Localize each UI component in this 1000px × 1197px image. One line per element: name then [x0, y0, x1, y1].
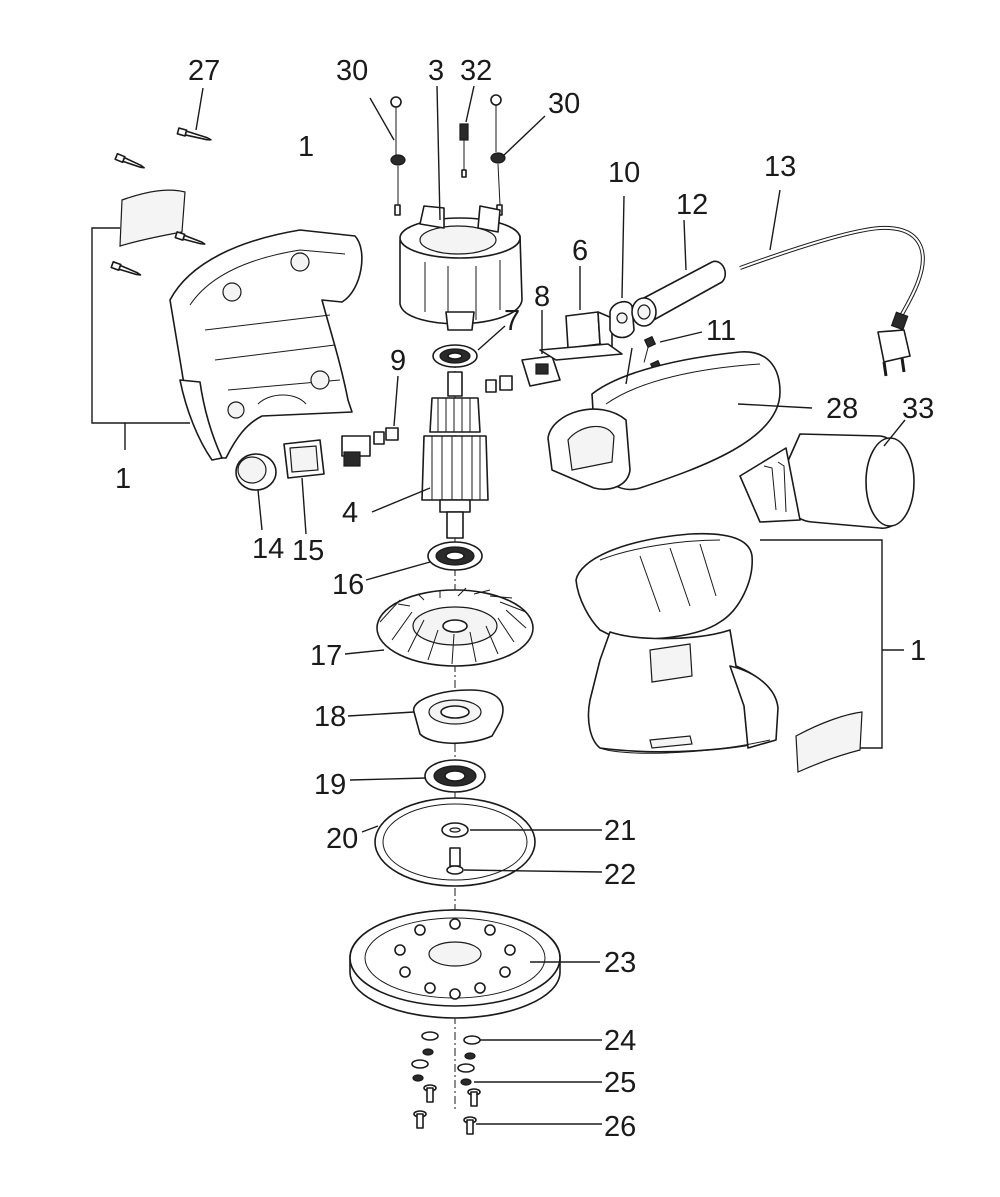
callout-6: 6: [572, 235, 588, 267]
screw-22: [446, 847, 464, 875]
callout-25: 25: [604, 1067, 636, 1099]
callout-11: 11: [706, 315, 736, 347]
callout-17: 17: [310, 640, 342, 672]
washers-24-25: [411, 1031, 481, 1086]
screws-26: [413, 1084, 481, 1135]
callout-28: 28: [826, 393, 858, 425]
callout-7: 7: [504, 305, 520, 337]
callout-24: 24: [604, 1025, 636, 1057]
callout-4: 4: [342, 497, 358, 529]
capacitor-6: [539, 311, 623, 361]
spring-32: [459, 123, 469, 178]
dust-canister-33: [739, 433, 915, 529]
power-cord-13: [739, 225, 925, 377]
switch-button-15: [283, 439, 325, 479]
callout-9: 9: [390, 345, 406, 377]
callout-labels: 27 30 3 32 30 1 10 13 12 6 8 7 11 9 28 3…: [115, 55, 934, 1143]
cap-14: [235, 453, 277, 491]
callout-26: 26: [604, 1111, 636, 1143]
callout-1-top: 1: [298, 131, 314, 163]
callout-23: 23: [604, 947, 636, 979]
callout-3: 3: [428, 55, 444, 87]
callout-1-right: 1: [910, 635, 926, 667]
housing-left-half: [169, 229, 363, 461]
callout-16: 16: [332, 569, 364, 601]
fan-17: [376, 587, 534, 667]
bracket-right-1: [760, 539, 883, 749]
callout-30-right: 30: [548, 88, 580, 120]
sanding-pad-23: [349, 909, 561, 1019]
bearing-16: [427, 541, 483, 571]
carbon-brush-9: [341, 427, 399, 467]
counterweight-18: [413, 689, 504, 745]
label-plate-left: [119, 189, 186, 247]
bearing-7: [432, 344, 478, 368]
cable-sleeve-12: [631, 260, 727, 327]
switch-8: [485, 355, 561, 393]
callout-33: 33: [902, 393, 934, 425]
seal-ring-20: [374, 797, 536, 887]
washer-21: [441, 822, 469, 838]
callout-19: 19: [314, 769, 346, 801]
rear-cover-28: [547, 351, 781, 491]
cable-clamp-10: [609, 300, 635, 339]
callout-10: 10: [608, 157, 640, 189]
callout-30-left: 30: [336, 55, 368, 87]
callout-21: 21: [604, 815, 636, 847]
callout-13: 13: [764, 151, 796, 183]
armature-4: [421, 371, 489, 539]
callout-20: 20: [326, 823, 358, 855]
bracket-left-1: [91, 227, 190, 424]
label-plate-right: [795, 711, 863, 773]
callout-22: 22: [604, 859, 636, 891]
bearing-19: [424, 759, 486, 793]
callout-27: 27: [188, 55, 220, 87]
brush-holder-30-right: [490, 94, 506, 216]
brush-holder-30-left: [390, 96, 406, 216]
assembled-sander: [575, 532, 779, 754]
screws-27: [110, 127, 212, 276]
callout-18: 18: [314, 701, 346, 733]
callout-8: 8: [534, 281, 550, 313]
stator-3: [399, 205, 523, 331]
callout-15: 15: [292, 535, 324, 567]
callout-32: 32: [460, 55, 492, 87]
callout-1-left: 1: [115, 463, 131, 495]
callout-12: 12: [676, 189, 708, 221]
callout-14: 14: [252, 533, 284, 565]
